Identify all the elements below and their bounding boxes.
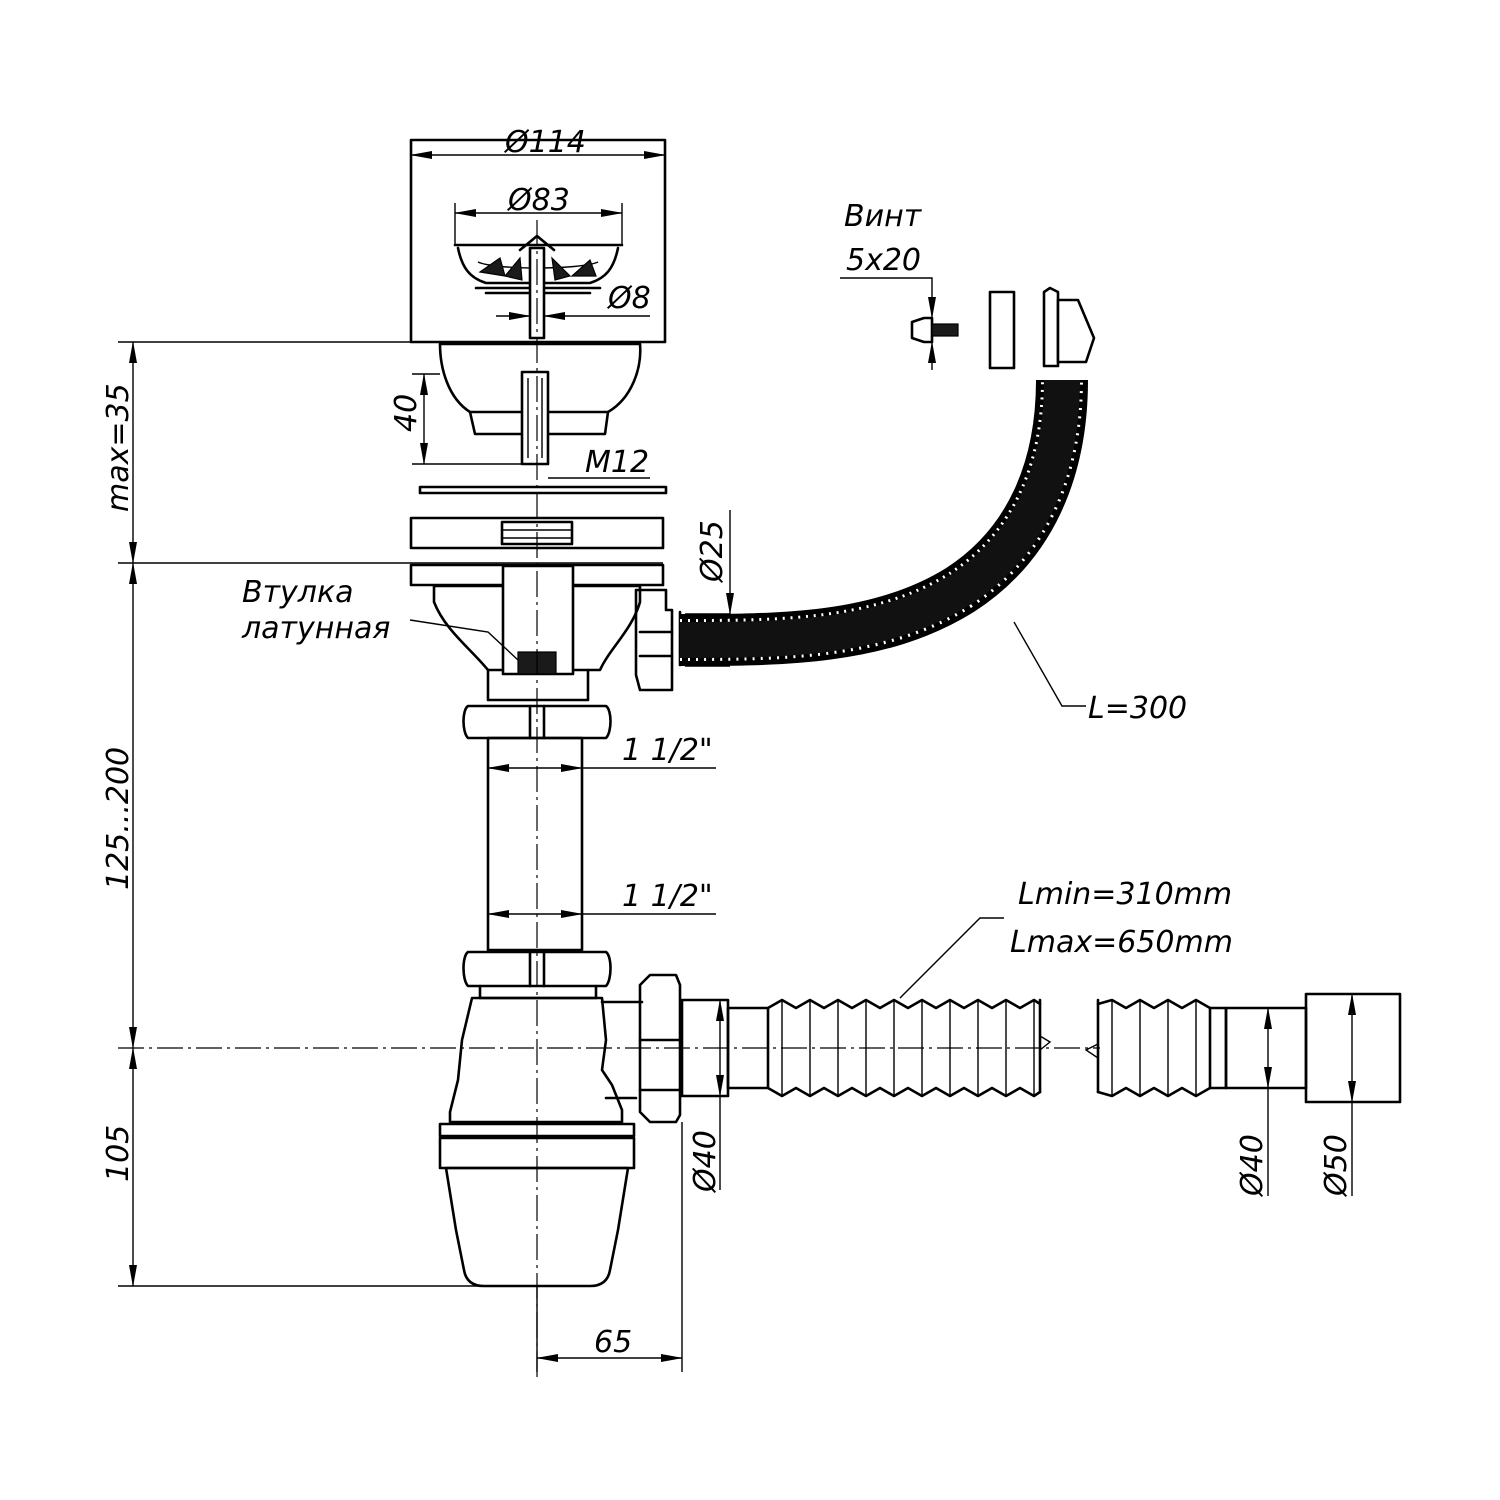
- center-lines: [118, 220, 1100, 1380]
- overflow-corrugated-hose: [679, 286, 1096, 666]
- label-height-105: 105: [101, 1125, 136, 1182]
- labels: Ø114 Ø83 Ø8 40 M12 max=35 Ø25 Винт 5x20 …: [101, 125, 1354, 1360]
- label-diameter-8: Ø8: [606, 281, 651, 316]
- label-screw-size: 5x20: [846, 243, 921, 278]
- label-height-125-200: 125...200: [101, 747, 136, 890]
- label-diameter-40-right: Ø40: [1235, 1134, 1270, 1198]
- label-bushing-line1: Втулка: [242, 575, 354, 610]
- bottle-trap: [438, 973, 682, 1288]
- label-length-min: Lmin=310mm: [1018, 877, 1232, 912]
- label-diameter-114: Ø114: [503, 125, 586, 160]
- label-thread-m12: M12: [585, 445, 649, 480]
- label-diameter-50: Ø50: [1319, 1134, 1354, 1198]
- outlet-body: [409, 342, 682, 702]
- dimensions: [118, 140, 1356, 1372]
- label-diameter-25: Ø25: [695, 520, 730, 584]
- label-height-40: 40: [389, 394, 424, 432]
- label-inch-top: 1 1/2": [622, 733, 713, 768]
- label-length-300: L=300: [1088, 691, 1187, 726]
- upper-pipe: [462, 704, 612, 1000]
- label-bushing-line2: латунная: [241, 611, 390, 646]
- label-diameter-40-left: Ø40: [688, 1130, 723, 1194]
- label-screw: Винт: [844, 199, 923, 234]
- label-max-35: max=35: [101, 383, 136, 512]
- label-inch-bottom: 1 1/2": [622, 879, 713, 914]
- label-diameter-83: Ø83: [506, 183, 570, 218]
- label-length-max: Lmax=650mm: [1010, 925, 1233, 960]
- label-width-65: 65: [594, 1325, 632, 1360]
